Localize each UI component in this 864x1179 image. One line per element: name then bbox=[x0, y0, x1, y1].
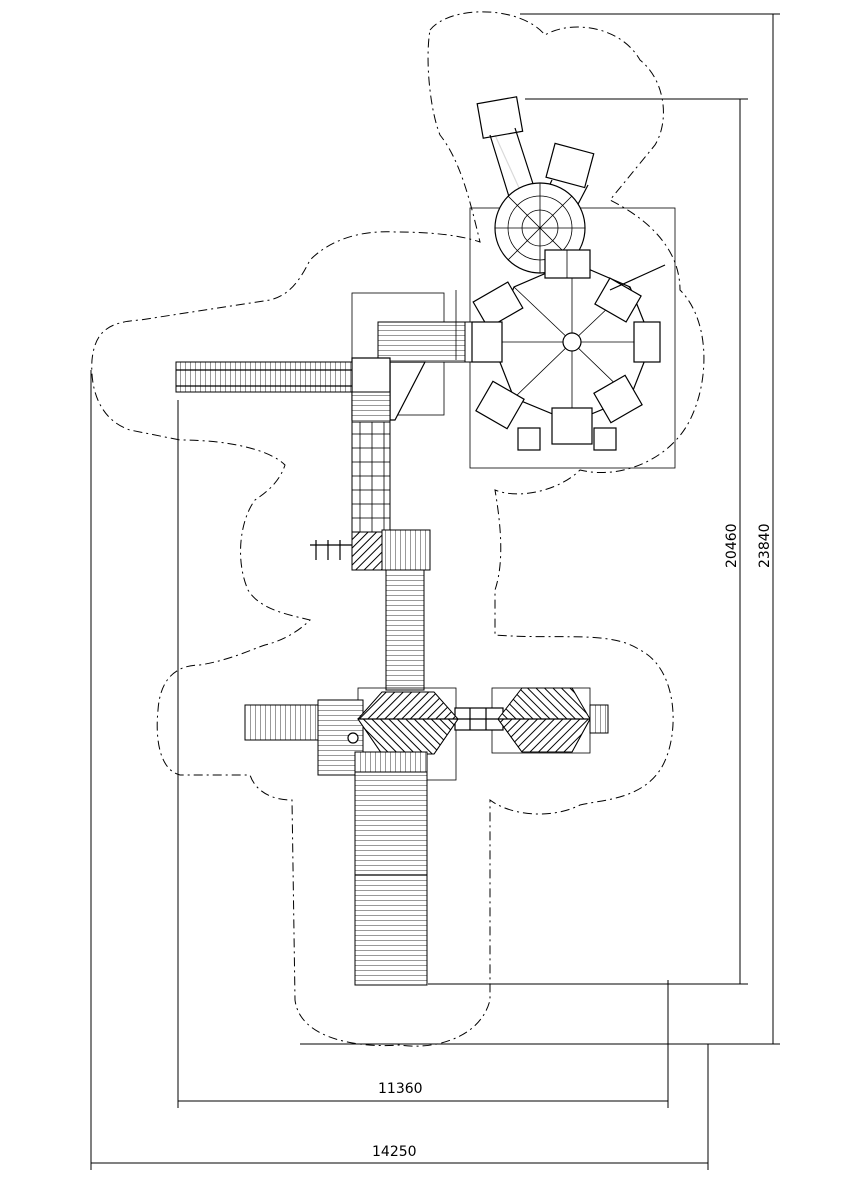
ramp bbox=[389, 361, 426, 421]
left-top-slide bbox=[175, 361, 355, 393]
lower-walkway bbox=[385, 569, 425, 691]
spiral-slide-exit bbox=[544, 249, 591, 279]
dimension-outer-length: 23840 bbox=[300, 13, 780, 1045]
long-slide bbox=[354, 771, 428, 986]
dimension-outer-width: 14250 bbox=[90, 370, 709, 1170]
dimension-label: 11360 bbox=[378, 1081, 423, 1097]
dimension-label: 14250 bbox=[372, 1144, 417, 1160]
monkey-bars bbox=[310, 540, 352, 560]
dimension-inner-length: 20460 bbox=[428, 98, 748, 985]
spiral-tube-slide bbox=[476, 96, 595, 279]
steering-wheel bbox=[347, 732, 359, 744]
left-lower-slide bbox=[244, 704, 321, 741]
octagonal-tower bbox=[471, 261, 666, 451]
right-ladder bbox=[589, 704, 609, 734]
climbing-net-bridge bbox=[351, 421, 391, 533]
safety-zone-outline bbox=[91, 11, 705, 1047]
dimension-inner-width: 11360 bbox=[177, 400, 669, 1108]
dimension-label: 20460 bbox=[724, 523, 740, 568]
dimension-label: 23840 bbox=[757, 523, 773, 568]
upper-deck bbox=[377, 321, 467, 363]
middle-deck bbox=[381, 529, 431, 571]
middle-tower-roof bbox=[351, 531, 383, 571]
